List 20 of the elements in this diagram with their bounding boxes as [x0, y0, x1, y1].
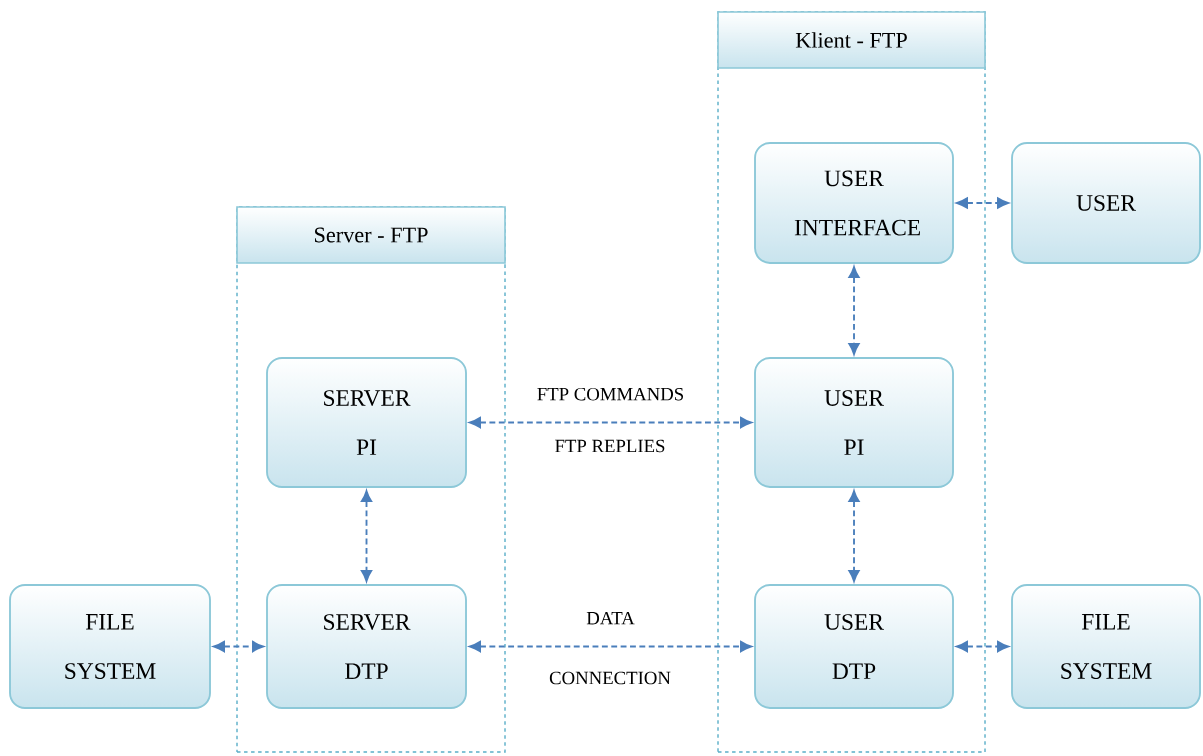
process-box: FILE SYSTEM	[9, 584, 211, 709]
process-box: SERVER DTP	[266, 584, 467, 709]
arrow	[469, 416, 752, 429]
process-box: USER	[1011, 142, 1201, 264]
annotation-text: CONNECTION	[549, 671, 671, 685]
arrow	[848, 490, 860, 582]
edge-label: FTP COMMANDS	[537, 387, 683, 401]
process-box: USER INTERFACE	[754, 142, 954, 264]
edge-label: DATA	[586, 612, 635, 625]
arrow	[213, 640, 264, 653]
arrow	[956, 197, 1009, 209]
process-box: USER PI	[754, 357, 954, 488]
arrow	[956, 640, 1009, 653]
arrow	[848, 266, 860, 355]
annotation-text: FTP REPLIES	[555, 439, 665, 453]
arrow	[469, 640, 752, 653]
process-box: FILE SYSTEM	[1011, 584, 1201, 709]
arrow	[360, 490, 373, 582]
process-box: SERVER PI	[266, 357, 467, 488]
process-box: USER DTP	[754, 584, 954, 709]
